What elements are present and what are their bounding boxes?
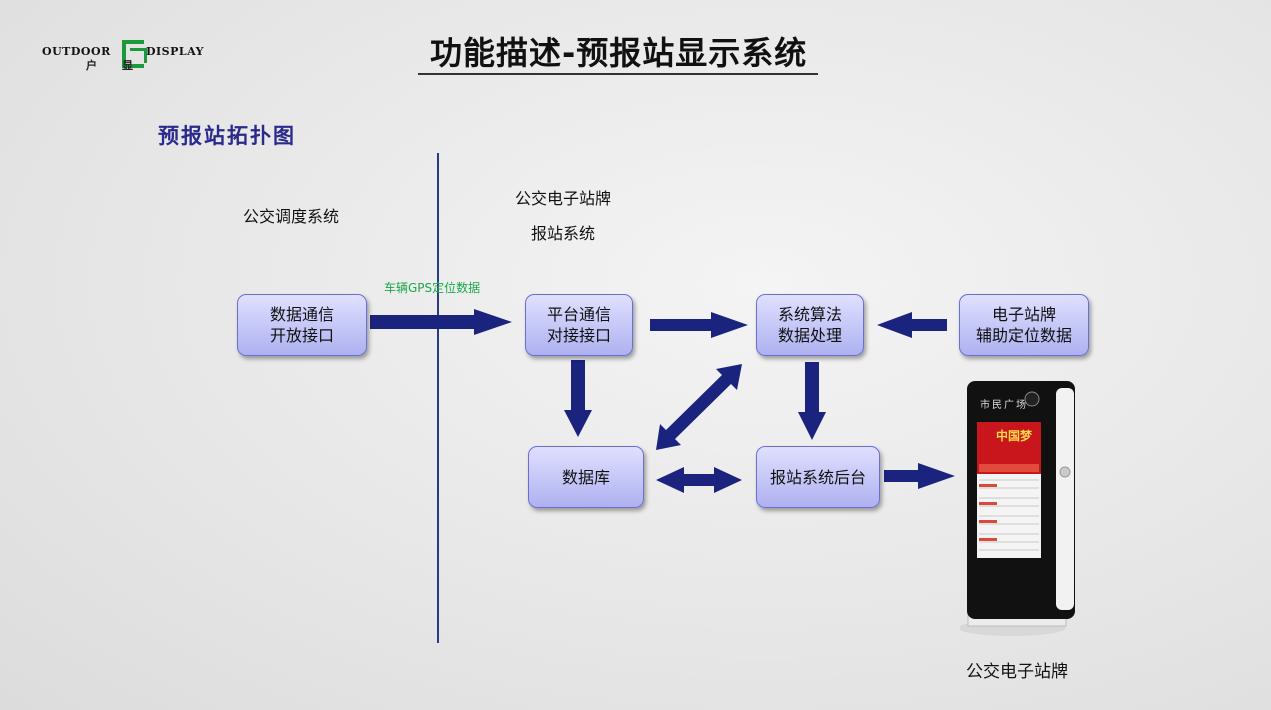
node-database-line1: 数据库: [561, 467, 610, 487]
arrow-platform-to-algorithm: [650, 312, 748, 338]
arrow-database-algorithm: [656, 364, 742, 450]
node-platform: 平台通信 对接接口: [525, 294, 633, 356]
logo-word-outdoor: Outdoor: [42, 45, 111, 58]
logo-mark-icon: [122, 40, 147, 68]
kiosk-poster-text: 中国梦: [996, 429, 1033, 443]
brand-logo: Outdoor 户 Display 显: [42, 38, 204, 74]
diagram-subtitle: 预报站拓扑图: [158, 123, 296, 148]
edge-label-gps: 车辆GPS定位数据: [384, 281, 481, 295]
kiosk-caption: 公交电子站牌: [966, 662, 1068, 682]
arrow-platform-to-database: [564, 360, 592, 437]
kiosk-illustration: 市民广场 中国梦: [958, 380, 1076, 638]
node-data-comm: 数据通信 开放接口: [237, 294, 367, 356]
left-section-heading: 公交调度系统: [243, 207, 340, 226]
node-database: 数据库: [528, 446, 644, 508]
arrow-backend-to-kiosk: [884, 463, 955, 489]
page-title: 功能描述-预报站显示系统: [430, 34, 808, 72]
node-data-comm-line1: 数据通信: [269, 305, 334, 324]
node-algorithm: 系统算法 数据处理: [756, 294, 864, 356]
right-section-heading-line1: 公交电子站牌: [515, 189, 612, 208]
logo-word-display: Display: [146, 45, 204, 58]
node-platform-line2: 对接接口: [546, 326, 611, 345]
arrow-database-backend: [656, 467, 742, 493]
node-aux-location: 电子站牌 辅助定位数据: [959, 294, 1089, 356]
node-backend: 报站系统后台: [756, 446, 880, 508]
logo-cn-right: 显: [122, 59, 133, 72]
node-platform-line1: 平台通信: [546, 305, 611, 324]
node-aux-line1: 电子站牌: [991, 305, 1056, 324]
right-section-heading-line2: 报站系统: [531, 224, 596, 243]
arrow-datacomm-to-platform: [370, 309, 512, 335]
arrow-algorithm-to-backend: [798, 362, 826, 440]
node-algorithm-line2: 数据处理: [777, 326, 842, 345]
section-divider: [437, 153, 439, 643]
node-aux-line2: 辅助定位数据: [975, 326, 1072, 345]
node-backend-line1: 报站系统后台: [769, 467, 866, 487]
arrow-aux-to-algorithm: [877, 312, 947, 338]
node-data-comm-line2: 开放接口: [269, 326, 334, 345]
logo-cn-left: 户: [86, 59, 97, 72]
node-algorithm-line1: 系统算法: [777, 305, 842, 324]
kiosk-header-text: 市民广场: [980, 400, 1028, 411]
title-underline: [418, 73, 818, 75]
